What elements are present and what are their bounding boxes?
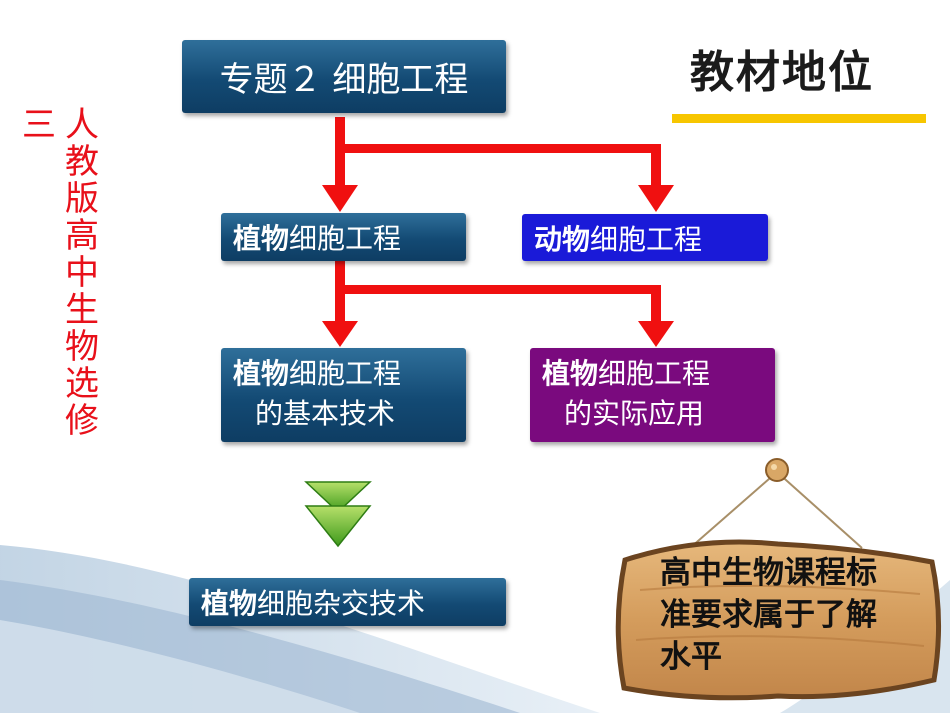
topic-title-box: 专题２ 细胞工程 (182, 40, 506, 113)
arrow-to-plant-icon (322, 185, 358, 212)
arrow-to-plant-app-icon (638, 321, 674, 347)
side-label-course: 人教版高中生物选修 (65, 105, 99, 441)
sign-text: 高中生物课程标准要求属于了解水平 (660, 555, 877, 675)
plant-cell-engineering-box: 植物细胞工程 (221, 213, 466, 261)
hybrid-prefix: 植物 (201, 587, 258, 620)
arrow-to-plant-tech-icon (322, 321, 358, 347)
plant-tech-line2: 的基本技术 (255, 397, 396, 430)
plant-app-prefix: 植物 (542, 357, 599, 390)
animal-suffix: 细胞工程 (590, 222, 703, 256)
plant-application-box: 植物细胞工程 的实际应用 (530, 348, 775, 442)
arrow-to-animal-icon (638, 185, 674, 212)
plant-app-line2: 的实际应用 (564, 397, 705, 430)
topic-title-label: 专题２ 细胞工程 (219, 60, 469, 100)
plant-tech-prefix: 植物 (233, 357, 290, 390)
side-label-number: 三 (22, 105, 56, 145)
green-down-arrow-icon (304, 481, 372, 548)
animal-cell-engineering-box: 动物细胞工程 (522, 214, 768, 261)
animal-prefix: 动物 (534, 222, 591, 256)
plant-suffix: 细胞工程 (289, 222, 402, 255)
section-title-underline (672, 114, 926, 123)
plant-basic-technique-box: 植物细胞工程 的基本技术 (221, 348, 466, 442)
cell-hybridization-box: 植物细胞杂交技术 (189, 578, 506, 626)
plant-tech-line1: 细胞工程 (289, 357, 402, 390)
red-connectors (322, 117, 674, 347)
plant-prefix: 植物 (233, 222, 290, 255)
plant-app-line1: 细胞工程 (598, 357, 711, 390)
section-title: 教材地位 (690, 47, 874, 98)
hanging-sign-icon (615, 458, 942, 701)
hybrid-suffix: 细胞杂交技术 (257, 587, 426, 620)
